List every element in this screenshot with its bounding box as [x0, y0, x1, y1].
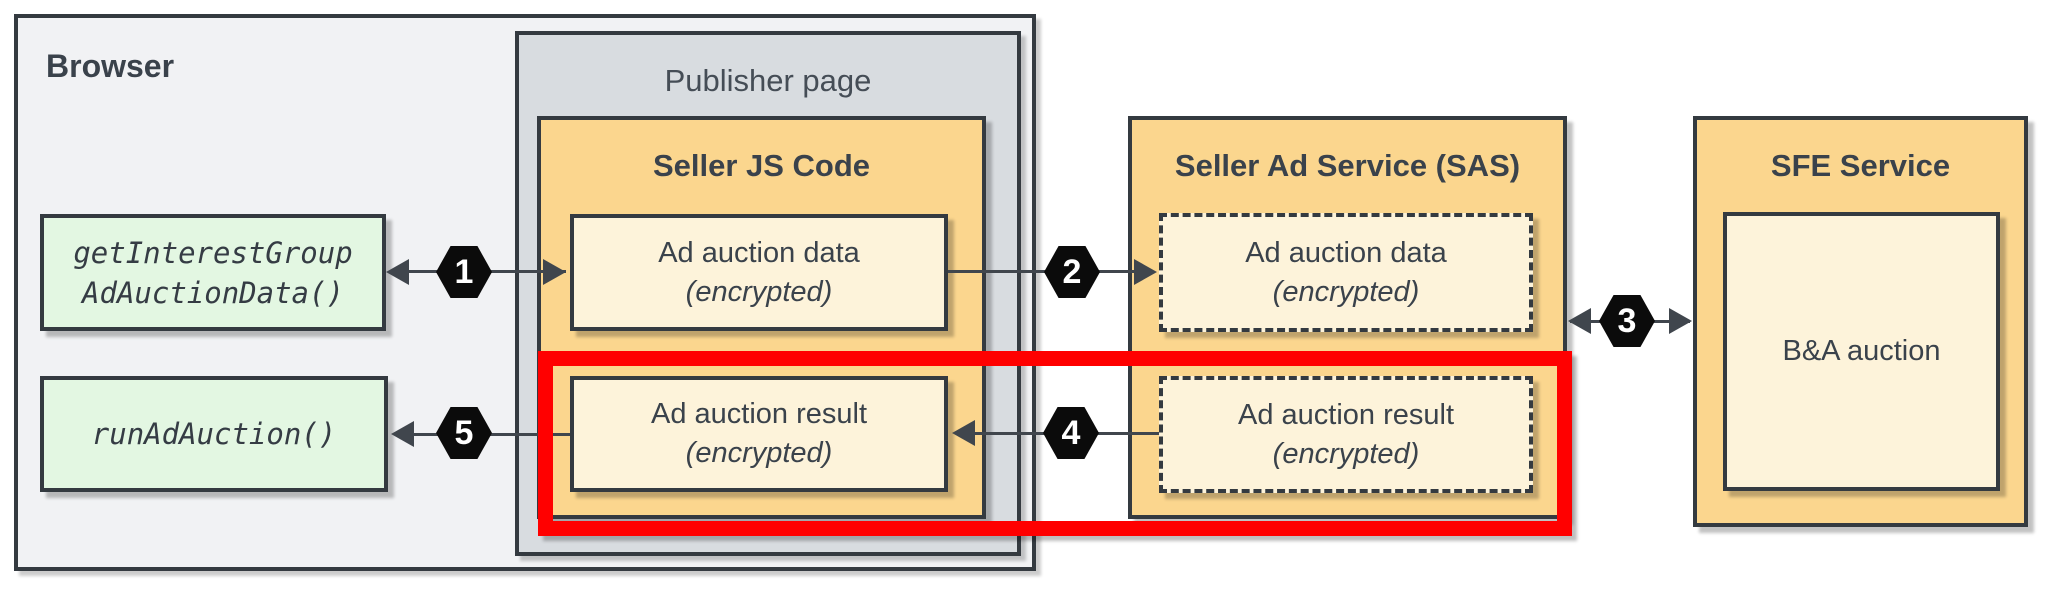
box-label: Ad auction result [650, 398, 867, 430]
browser-label: Browser [46, 48, 175, 84]
box-label: Ad auction result [1237, 398, 1454, 431]
step-number: 5 [454, 413, 474, 452]
step-number: 4 [1061, 413, 1081, 452]
box-label: B&A auction [1782, 335, 1941, 367]
ba-auction-box: B&A auction [1723, 212, 2000, 491]
step-3-hexagon-badge: 3 [1599, 295, 1655, 347]
run-ad-auction-box: runAdAuction() [40, 376, 388, 492]
sas-ad-auction-data-box: Ad auction data (encrypted) [1159, 213, 1533, 332]
arrowhead-right-icon [1669, 308, 1692, 334]
arrowhead-left-icon [952, 420, 975, 446]
highlight-rectangle [538, 351, 1572, 536]
sas-ad-auction-result-box: Ad auction result (encrypted) [1159, 376, 1533, 493]
seller-js-code-title: Seller JS Code [652, 148, 871, 183]
arrowhead-left-icon [386, 259, 409, 285]
seller-js-ad-auction-result-box: Ad auction result (encrypted) [570, 376, 948, 492]
arrowhead-right-icon [543, 259, 566, 285]
step-number: 1 [454, 252, 474, 291]
box-qualifier: (encrypted) [1272, 437, 1420, 470]
box-label: Ad auction data [1245, 236, 1447, 269]
step-2-hexagon-badge: 2 [1044, 246, 1100, 298]
code-line: AdAuctionData() [82, 275, 344, 310]
step-number: 2 [1062, 252, 1082, 291]
seller-js-ad-auction-data-box: Ad auction data (encrypted) [570, 214, 948, 331]
sfe-service-title: SFE Service [1770, 148, 1951, 183]
arrowhead-left-icon [1568, 308, 1591, 334]
arrowhead-right-icon [1134, 259, 1157, 285]
arrowhead-left-icon [391, 421, 414, 447]
code-line: getInterestGroup [73, 235, 353, 270]
get-interest-group-ad-auction-data-box: getInterestGroup AdAuctionData() [40, 214, 386, 331]
arrow-line-step-2 [948, 270, 1140, 273]
box-qualifier: (encrypted) [685, 275, 833, 308]
box-qualifier: (encrypted) [1272, 275, 1420, 308]
box-qualifier: (encrypted) [685, 437, 833, 469]
box-label: Ad auction data [658, 236, 860, 269]
code-line: runAdAuction() [91, 417, 337, 451]
publisher-page-label: Publisher page [664, 63, 872, 98]
step-number: 3 [1617, 301, 1637, 340]
seller-ad-service-title: Seller Ad Service (SAS) [1174, 148, 1521, 183]
